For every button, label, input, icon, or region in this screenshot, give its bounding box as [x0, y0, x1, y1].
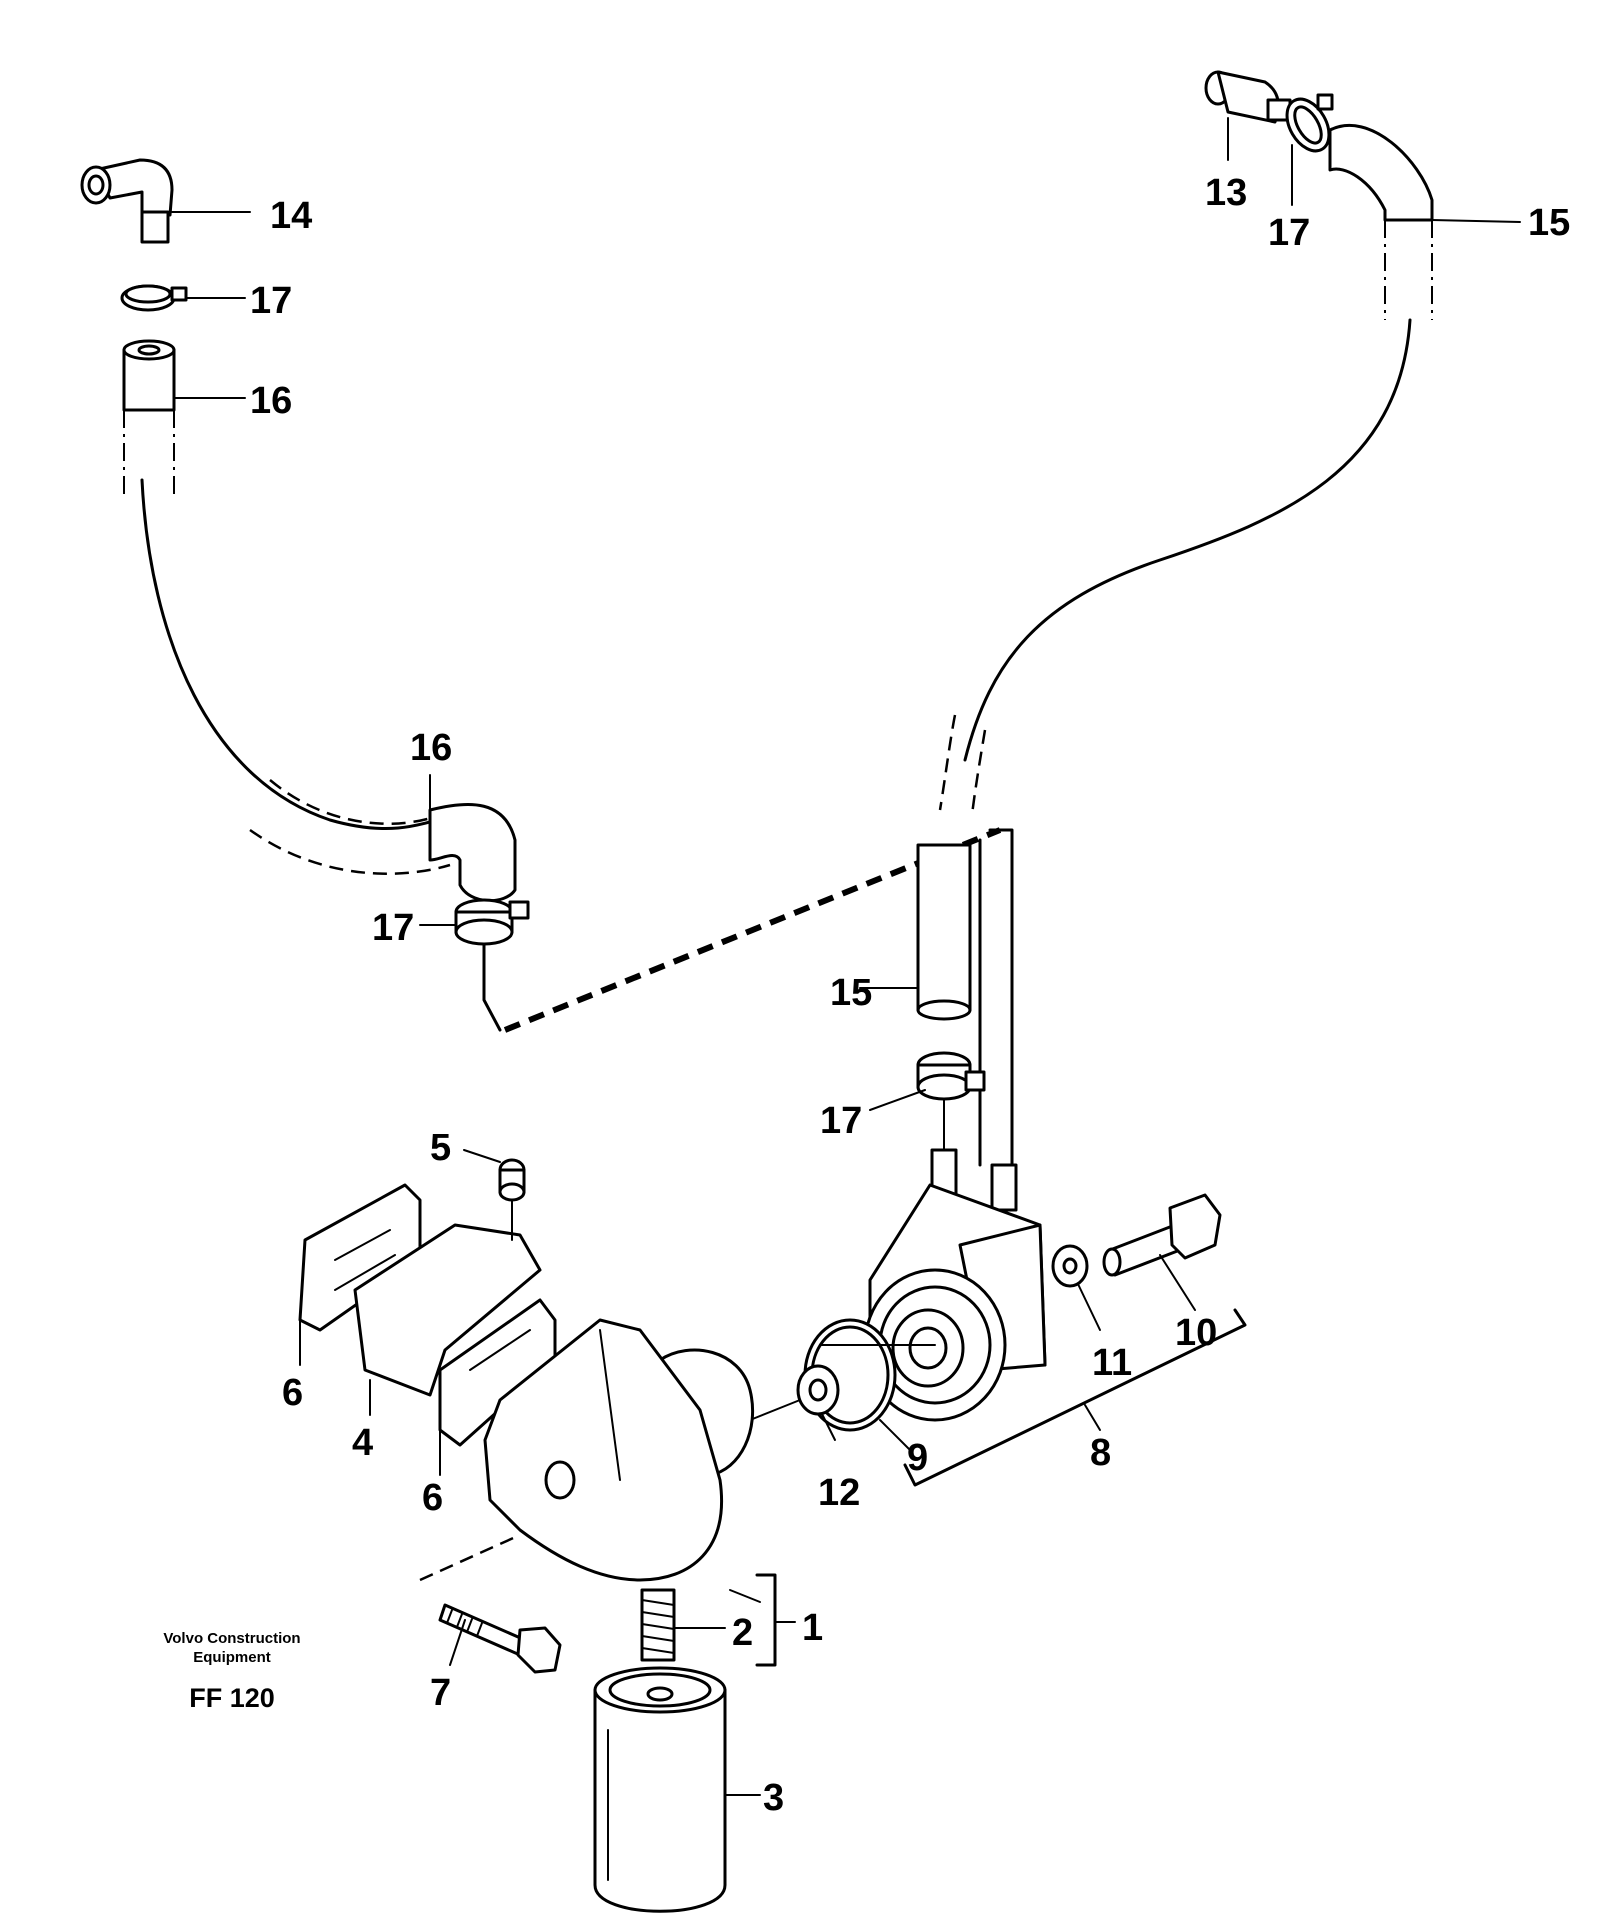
hose-clamp-17-lower-right	[916, 1051, 986, 1101]
bolt-10	[1102, 1193, 1222, 1277]
callout-9: 9	[907, 1437, 928, 1479]
spacer-12	[796, 1364, 840, 1416]
callout-6-right: 6	[422, 1477, 443, 1519]
nipple-2	[640, 1588, 676, 1662]
callout-2: 2	[732, 1612, 753, 1654]
hose-15-lower	[916, 828, 1014, 1167]
washer-11	[1051, 1244, 1089, 1288]
callout-15-lower: 15	[830, 972, 872, 1014]
hose-clamp-17-top-left	[120, 284, 188, 312]
callout-17-top-left: 17	[250, 280, 292, 322]
hose-15-curve	[938, 318, 1412, 816]
hose-15-upper	[1328, 123, 1434, 320]
callout-15-top: 15	[1528, 202, 1570, 244]
pipe-stub-left	[482, 943, 502, 1032]
callout-14: 14	[270, 195, 312, 237]
callout-5: 5	[430, 1127, 451, 1169]
hose-clamp-17-top-right	[1285, 93, 1334, 153]
callout-16-bottom: 16	[410, 727, 452, 769]
leader-8	[1084, 1404, 1101, 1431]
callout-11: 11	[1092, 1342, 1132, 1384]
callout-1: 1	[802, 1607, 823, 1649]
leader-15-top	[1431, 219, 1521, 223]
hose-clamp-17-mid-left	[454, 898, 530, 946]
leader-1	[729, 1589, 761, 1603]
callout-17-lower-right: 17	[820, 1100, 862, 1142]
hose-16-upper	[122, 339, 176, 500]
callout-4: 4	[352, 1422, 373, 1464]
callout-3: 3	[763, 1777, 784, 1819]
leader-5	[463, 1149, 501, 1163]
callout-7: 7	[430, 1672, 451, 1714]
bracket-8	[903, 1308, 1247, 1487]
elbow-fitting-14	[80, 158, 174, 244]
plug-5	[498, 1158, 526, 1202]
company-name-line2: Equipment	[193, 1649, 271, 1666]
leader-12	[821, 1413, 836, 1441]
drawing-code: FF 120	[189, 1683, 275, 1713]
filter-housing-1	[483, 1318, 755, 1582]
callout-17-top-right: 17	[1268, 212, 1310, 254]
oil-filter-3	[593, 1666, 727, 1913]
callout-13: 13	[1205, 172, 1247, 214]
callout-10: 10	[1175, 1312, 1217, 1354]
leader-7	[449, 1619, 466, 1666]
nipple-13	[1204, 70, 1292, 124]
hose-16-curve	[140, 478, 517, 903]
adapter-plate-4	[353, 1223, 542, 1397]
bolt-7	[438, 1603, 562, 1674]
oil-cooler-8	[863, 1148, 1047, 1422]
bracket-1	[755, 1573, 777, 1667]
company-name-line1: Volvo Construction	[163, 1630, 300, 1647]
callout-12: 12	[818, 1472, 860, 1514]
leader-11	[1077, 1283, 1101, 1331]
leader-10	[1159, 1254, 1196, 1311]
callout-16-top: 16	[250, 380, 292, 422]
leader-9	[879, 1419, 911, 1451]
callout-17-mid-left: 17	[372, 907, 414, 949]
bolt-dash-line	[419, 1533, 521, 1582]
callout-6-left: 6	[282, 1372, 303, 1414]
callout-8: 8	[1090, 1432, 1111, 1474]
leader-17-lower-right	[869, 1089, 926, 1111]
